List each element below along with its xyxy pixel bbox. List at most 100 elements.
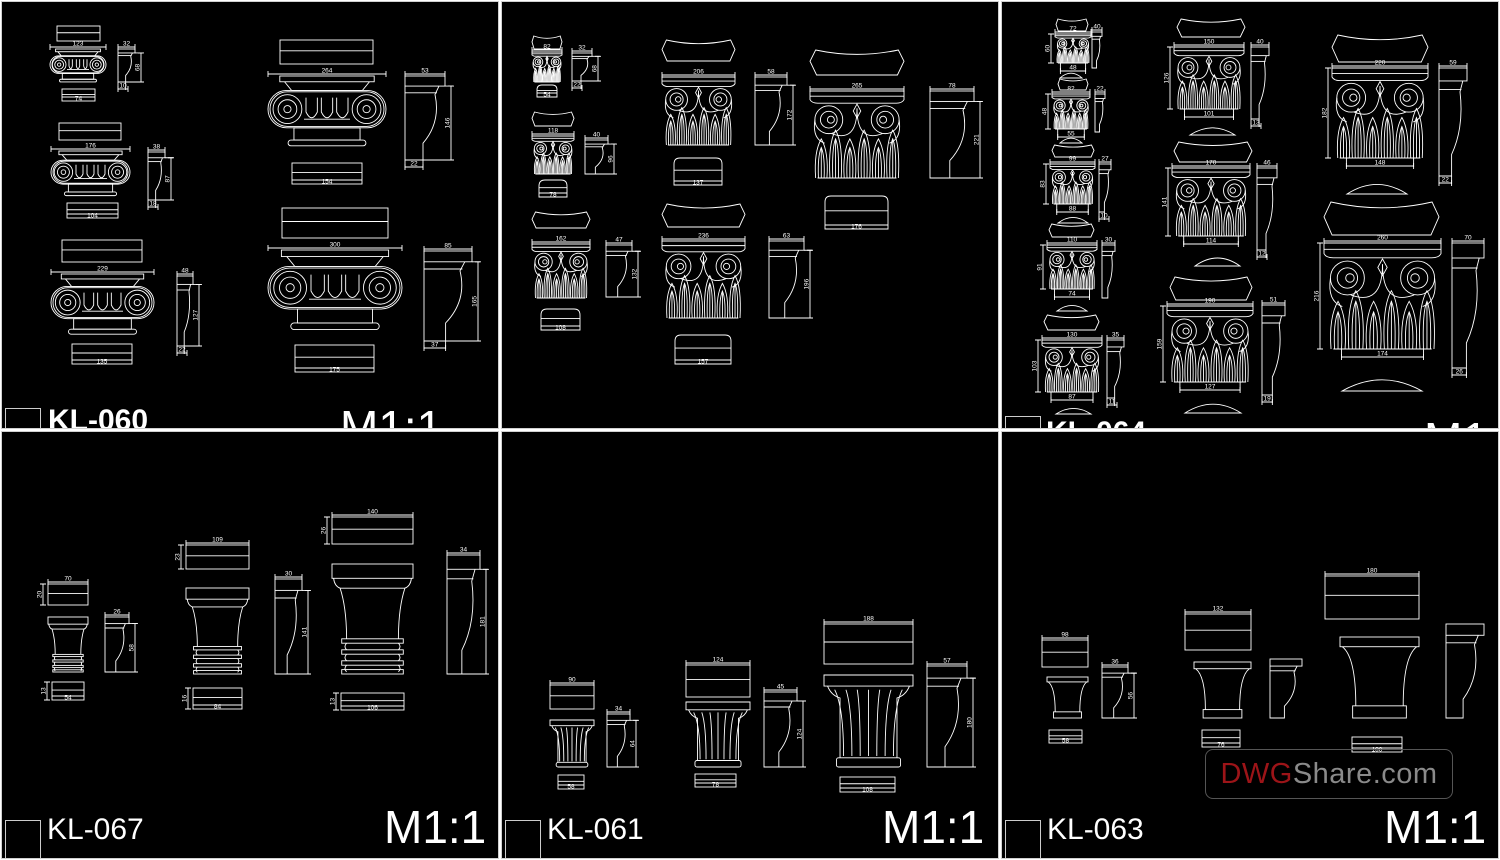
volute-scroll — [1336, 82, 1367, 113]
acanthus-leaf — [556, 64, 561, 83]
volute-scroll — [1081, 41, 1085, 46]
acanthus-leaf — [559, 156, 566, 175]
egg-ornament — [327, 274, 343, 298]
dimension-label: 110 — [1067, 237, 1078, 244]
bell — [1047, 681, 1088, 712]
dimension-line — [1250, 123, 1262, 129]
dimension-line — [1101, 240, 1116, 246]
profile-abacus — [754, 76, 788, 86]
acanthus-leaf — [1184, 339, 1197, 383]
dimension-line — [331, 512, 414, 518]
volute-scroll — [1053, 99, 1066, 112]
dimension-line — [44, 681, 50, 701]
profile-abacus — [929, 90, 975, 102]
volute — [54, 289, 81, 316]
dimension-line — [1324, 571, 1420, 577]
drawing-line — [195, 658, 240, 664]
title-block-frame — [1005, 416, 1041, 428]
profile-abacus — [1091, 31, 1103, 37]
volute-scroll — [533, 142, 547, 156]
dimension-label: 182 — [1322, 107, 1329, 118]
dimension-label: 78 — [948, 83, 956, 90]
block-outline — [281, 207, 389, 239]
volute-scroll — [572, 256, 585, 268]
drawing-line — [284, 81, 370, 91]
dimension-line — [423, 246, 473, 252]
dimension-label: 124 — [713, 657, 724, 664]
astragal — [555, 761, 589, 768]
egg-ornament — [305, 97, 318, 119]
title-block-frame — [1005, 820, 1041, 858]
abacus-top-view — [1043, 314, 1100, 331]
dimension-line — [1054, 294, 1090, 300]
volute-scroll — [1180, 183, 1195, 198]
profile-abacus — [1438, 67, 1468, 82]
dimension-label: 264 — [322, 68, 333, 75]
dimension-line — [333, 692, 339, 711]
acanthus-leaf — [1171, 346, 1184, 383]
volute — [351, 94, 382, 124]
side-profile — [1250, 55, 1267, 120]
dimension-line — [606, 709, 631, 715]
volute-scroll — [1058, 40, 1066, 47]
side-profile — [754, 84, 783, 146]
dimension-label: 137 — [693, 180, 704, 187]
dimension-line — [531, 131, 575, 137]
dimension-line — [809, 86, 905, 92]
dimension-line — [571, 85, 583, 91]
volute-scroll — [1410, 273, 1420, 283]
dimension-line — [800, 700, 806, 768]
acanthus-leaf — [1347, 289, 1364, 350]
base-plan — [1340, 379, 1424, 392]
dimension-label: 118 — [548, 128, 559, 135]
drawing-title: KL-061 — [547, 813, 644, 846]
acanthus-leaf — [552, 272, 561, 299]
volute-scroll — [814, 105, 844, 135]
abacus — [1173, 46, 1245, 57]
flute — [856, 689, 861, 756]
dimension-label: 72 — [1069, 26, 1077, 33]
volute-scroll — [1079, 170, 1093, 185]
acanthus-leaf — [729, 274, 741, 319]
volute-scroll — [1057, 38, 1068, 49]
dimension-label: 188 — [863, 616, 874, 623]
dimension-line — [1261, 300, 1286, 306]
dimension-line — [970, 677, 976, 768]
volute-scroll — [536, 144, 545, 153]
dimension-label: 127 — [1205, 384, 1216, 391]
dimension-label: 87 — [1068, 394, 1076, 401]
dimension-label: 141 — [1162, 196, 1169, 207]
fleuron — [1375, 80, 1385, 97]
volute-scroll — [709, 88, 732, 111]
volute-band-inner — [269, 267, 401, 308]
dimension-label: 27 — [1101, 156, 1109, 163]
abacus-top-view — [1048, 223, 1095, 238]
base-plan — [1345, 184, 1409, 195]
acanthus-leaf — [829, 129, 843, 179]
acanthus-leaf — [1076, 112, 1083, 130]
side-profile — [1269, 665, 1298, 719]
dimension-line — [50, 269, 155, 275]
flute — [834, 689, 845, 756]
dimension-line — [661, 72, 736, 78]
volute-band-inner — [52, 287, 153, 318]
abacus — [1171, 167, 1251, 178]
dimension-line — [1165, 167, 1171, 237]
volute-scroll — [1336, 267, 1359, 289]
block-outline — [294, 344, 375, 373]
side-profile — [571, 56, 590, 82]
ring — [52, 653, 84, 658]
drawing-line — [1422, 277, 1436, 308]
drawing-line — [195, 649, 240, 656]
dimension-line — [807, 249, 813, 319]
acanthus-leaf — [1072, 263, 1080, 290]
block-outline — [56, 25, 101, 42]
astragal — [63, 191, 118, 197]
dimension-line — [1106, 402, 1118, 408]
dimension-line — [475, 261, 481, 342]
volute — [89, 57, 105, 72]
dimension-line — [1057, 134, 1085, 140]
dimension-label: 22 — [178, 347, 186, 354]
